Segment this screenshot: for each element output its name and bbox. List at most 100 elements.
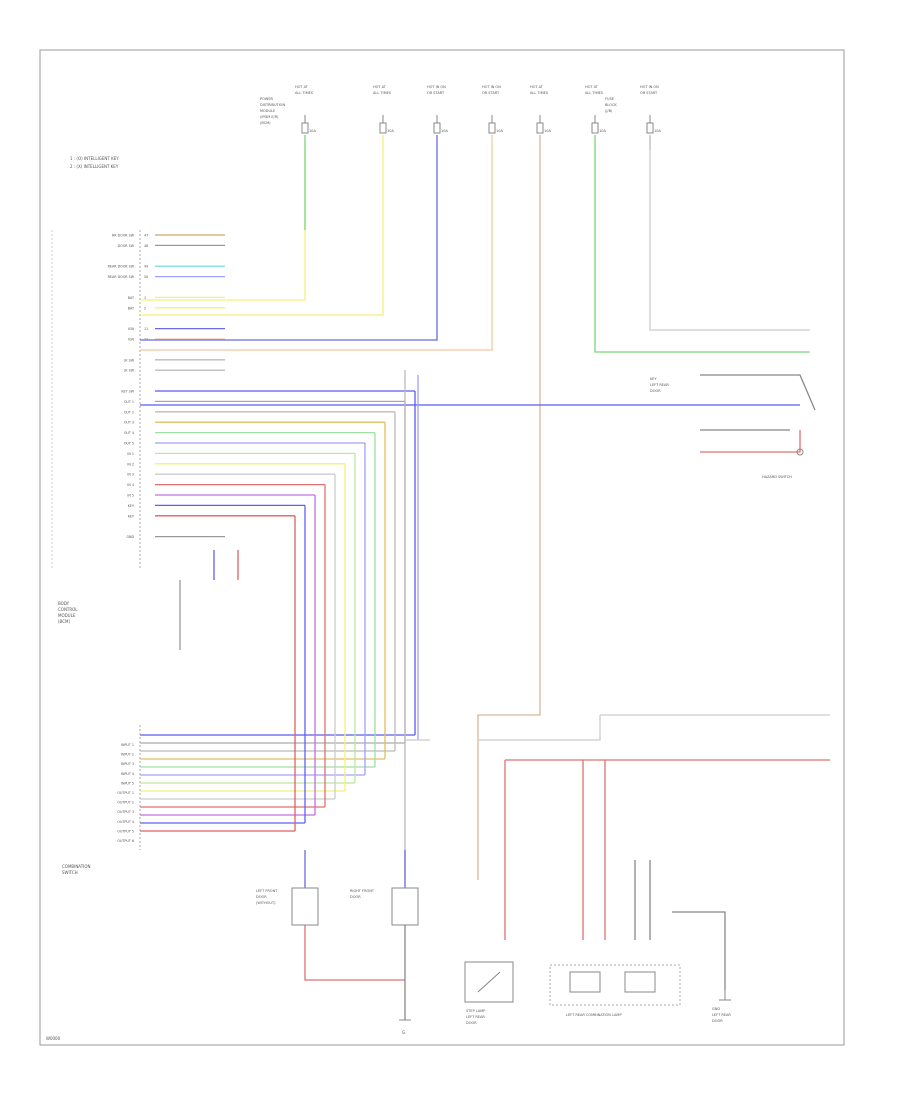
bcm-pin-number: 1	[144, 296, 146, 300]
bcm-label-3: MODULE	[58, 613, 76, 618]
combo-pin-label: INPUT 1	[121, 743, 134, 747]
bcm-pin-row: IN 1	[127, 452, 356, 784]
bcm-pin-label: GND	[126, 535, 134, 539]
footer-code: W0000	[46, 1036, 61, 1041]
fuse-top-label: HOT IN ON	[427, 85, 446, 89]
combo-pin-label: INPUT 4	[121, 772, 134, 776]
combo-pin-label: OUTPUT 2	[117, 801, 134, 805]
grd-label-1: GND	[712, 1007, 720, 1011]
bcm-pin-row: KEY	[128, 514, 296, 832]
key-sw-label-1: KEY	[650, 377, 658, 381]
bcm-pin-number: 49	[144, 265, 148, 269]
fuse-icon	[301, 115, 309, 134]
diagram-frame	[39, 49, 845, 1046]
bcm-pin-label: REAR DOOR SW	[108, 275, 135, 279]
bcm-pin-label: IN 1	[127, 452, 134, 456]
bcm-pin-label: LK SW	[124, 358, 135, 362]
bcm-pin-label: DOOR SW	[118, 244, 135, 248]
combo-pin-label: OUTPUT 5	[117, 829, 134, 833]
fuse-icon	[433, 115, 441, 134]
bcm-pin-number: 2	[144, 306, 146, 310]
bcm-pin-row: IN 4	[127, 483, 326, 808]
bcm-pin-label: KEY	[128, 504, 135, 508]
rf-door-label-1: RIGHT FRONT	[350, 889, 375, 893]
bcm-pin-row: IN 2	[127, 462, 346, 792]
fuse-columns: HOT AT ALL TIMES 10A POWER DISTRIBUTION MODUL…	[260, 85, 661, 150]
bcm-pin-label: KEY	[128, 514, 135, 518]
step-lamp-label-2: LEFT REAR	[466, 1015, 485, 1019]
key-sw-label-2: LEFT REAR	[650, 383, 669, 387]
bcm-pin-label: LK SW	[124, 369, 135, 373]
left-rear-combo-label: LEFT REAR COMBINATION LAMP	[566, 1013, 622, 1017]
fuse-side-label: BLOCK	[605, 103, 617, 107]
fuse-icon	[646, 115, 654, 134]
fuse-side-label: (BCM)	[260, 121, 271, 125]
step-lamp-label-3: DOOR	[466, 1021, 477, 1025]
fuse-icon	[536, 115, 544, 134]
combo-pin-label: INPUT 5	[121, 781, 134, 785]
bcm-pin-row: OUT 2	[124, 410, 396, 752]
bcm-pin-row: OUT 3	[124, 421, 386, 760]
fuse-top-label: HOT IN ON	[482, 85, 501, 89]
combo-pin-label: OUTPUT 3	[117, 810, 134, 814]
fuse-rating: 10A	[387, 129, 394, 133]
combo-pin-label: OUTPUT 4	[117, 820, 134, 824]
bcm-pin-label: IN 5	[127, 494, 134, 498]
bcm-pin-number: 50	[144, 275, 148, 279]
bcm-pin-row: KEY	[128, 504, 306, 824]
fuse-side-label: MODULE	[260, 109, 275, 113]
fuse-side-label: DISTRIBUTION	[260, 103, 285, 107]
bcm-pin-label: KEY SW	[121, 390, 134, 394]
legend-line-1: 1 : (O) INTELLIGENT KEY	[70, 156, 119, 161]
bcm-pin-label: RR DOOR SW	[112, 234, 135, 238]
bcm-pin-label: OUT 4	[124, 431, 134, 435]
bcm-pin-label: IN 4	[127, 483, 134, 487]
combo-pin-label: OUTPUT 1	[117, 791, 134, 795]
step-lamp-label-1: STEP LAMP	[466, 1009, 485, 1013]
lf-door-label-1: LEFT FRONT	[256, 889, 278, 893]
bcm-pin-label: REAR DOOR SW	[108, 265, 135, 269]
fuse-top-label: HOT AT	[373, 85, 387, 89]
bcm-pin-row: REAR DOOR SW 49	[108, 265, 225, 269]
wires	[140, 150, 830, 1020]
fuse-icon	[488, 115, 496, 134]
fuse-side-label: POWER	[260, 97, 274, 101]
fuse-side-label: FUSE	[605, 97, 614, 101]
ground-label: G	[402, 1030, 405, 1035]
bcm-pin-row: IN 5	[127, 494, 316, 816]
bcm-label-4: (BCM)	[58, 619, 70, 624]
lf-door-label-2: DOOR	[256, 895, 267, 899]
bcm-pin-row: KEY SW	[121, 390, 416, 736]
rf-door-module: RIGHT FRONT DOOR	[350, 887, 419, 926]
bcm-pin-row: REAR DOOR SW 50	[108, 275, 225, 279]
ground-point: GND LEFT REAR DOOR	[712, 990, 731, 1023]
combo-label-2: SWITCH	[62, 870, 78, 875]
bcm-pin-label: OUT 3	[124, 421, 134, 425]
combo-label-1: COMBINATION	[62, 864, 91, 869]
bcm-pin-row: OUT 1	[124, 400, 406, 744]
fuse-sub-label: ALL TIMES	[530, 91, 549, 95]
bcm-pin-label: IGN	[128, 327, 135, 331]
combo-pin-label: INPUT 2	[121, 753, 134, 757]
bcm-label-2: CONTROL	[58, 607, 78, 612]
fuse-sub-label: ALL TIMES	[373, 91, 392, 95]
fuse-top-label: HOT AT	[530, 85, 544, 89]
bcm-pin-row: GND	[126, 535, 225, 539]
bcm-pin-label: BAT	[128, 296, 135, 300]
bcm-pin-label: IGN	[128, 338, 135, 342]
key-sw-label-3: DOOR	[650, 389, 661, 393]
bcm-label: BODY CONTROL MODULE (BCM)	[58, 601, 78, 624]
fuse-top-label: HOT AT	[585, 85, 599, 89]
fuse-sub-label: OR START	[482, 91, 500, 95]
combo-pin-label: INPUT 3	[121, 762, 134, 766]
combo-pin-label: OUTPUT 6	[117, 839, 134, 843]
bcm-pin-row: LK SW	[124, 358, 225, 362]
